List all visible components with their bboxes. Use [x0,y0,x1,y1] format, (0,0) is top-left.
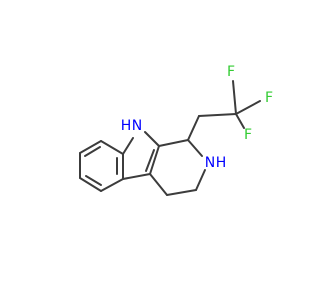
bond [122,137,134,155]
ring-hydrogen-label: H [216,155,227,171]
bond [144,131,160,147]
structure-canvas: N H N H F F F [79,64,273,196]
benzene-ring [79,140,124,192]
bond [235,100,261,115]
bond [187,115,200,141]
fluorine-right-label: F [265,90,273,106]
bond [122,173,151,180]
bond [100,140,124,155]
pyrrole-ring [122,131,160,180]
piperidine-ring [149,139,206,196]
double-bond-inner [84,146,101,157]
bond [232,80,237,115]
bond [79,177,102,192]
bond [235,113,245,129]
bond [166,189,197,196]
bond [100,178,124,192]
indole-nitrogen-label: N [132,118,142,134]
bond [149,173,168,196]
ring-nitrogen-label: N [205,155,215,171]
fluorine-top-label: F [227,64,235,80]
bond [149,145,160,175]
double-bond-inner [85,175,102,186]
fluorine-lower-label: F [244,127,252,143]
indole-hydrogen-label: H [121,118,132,134]
bond [158,139,189,147]
bond [79,140,102,154]
molecule-diagram: N H N H F F F [79,64,273,196]
bond [187,139,203,157]
trifluoroethyl-group [187,80,261,141]
bond [195,169,206,191]
bond [198,113,237,117]
double-bond-inner [145,149,155,172]
